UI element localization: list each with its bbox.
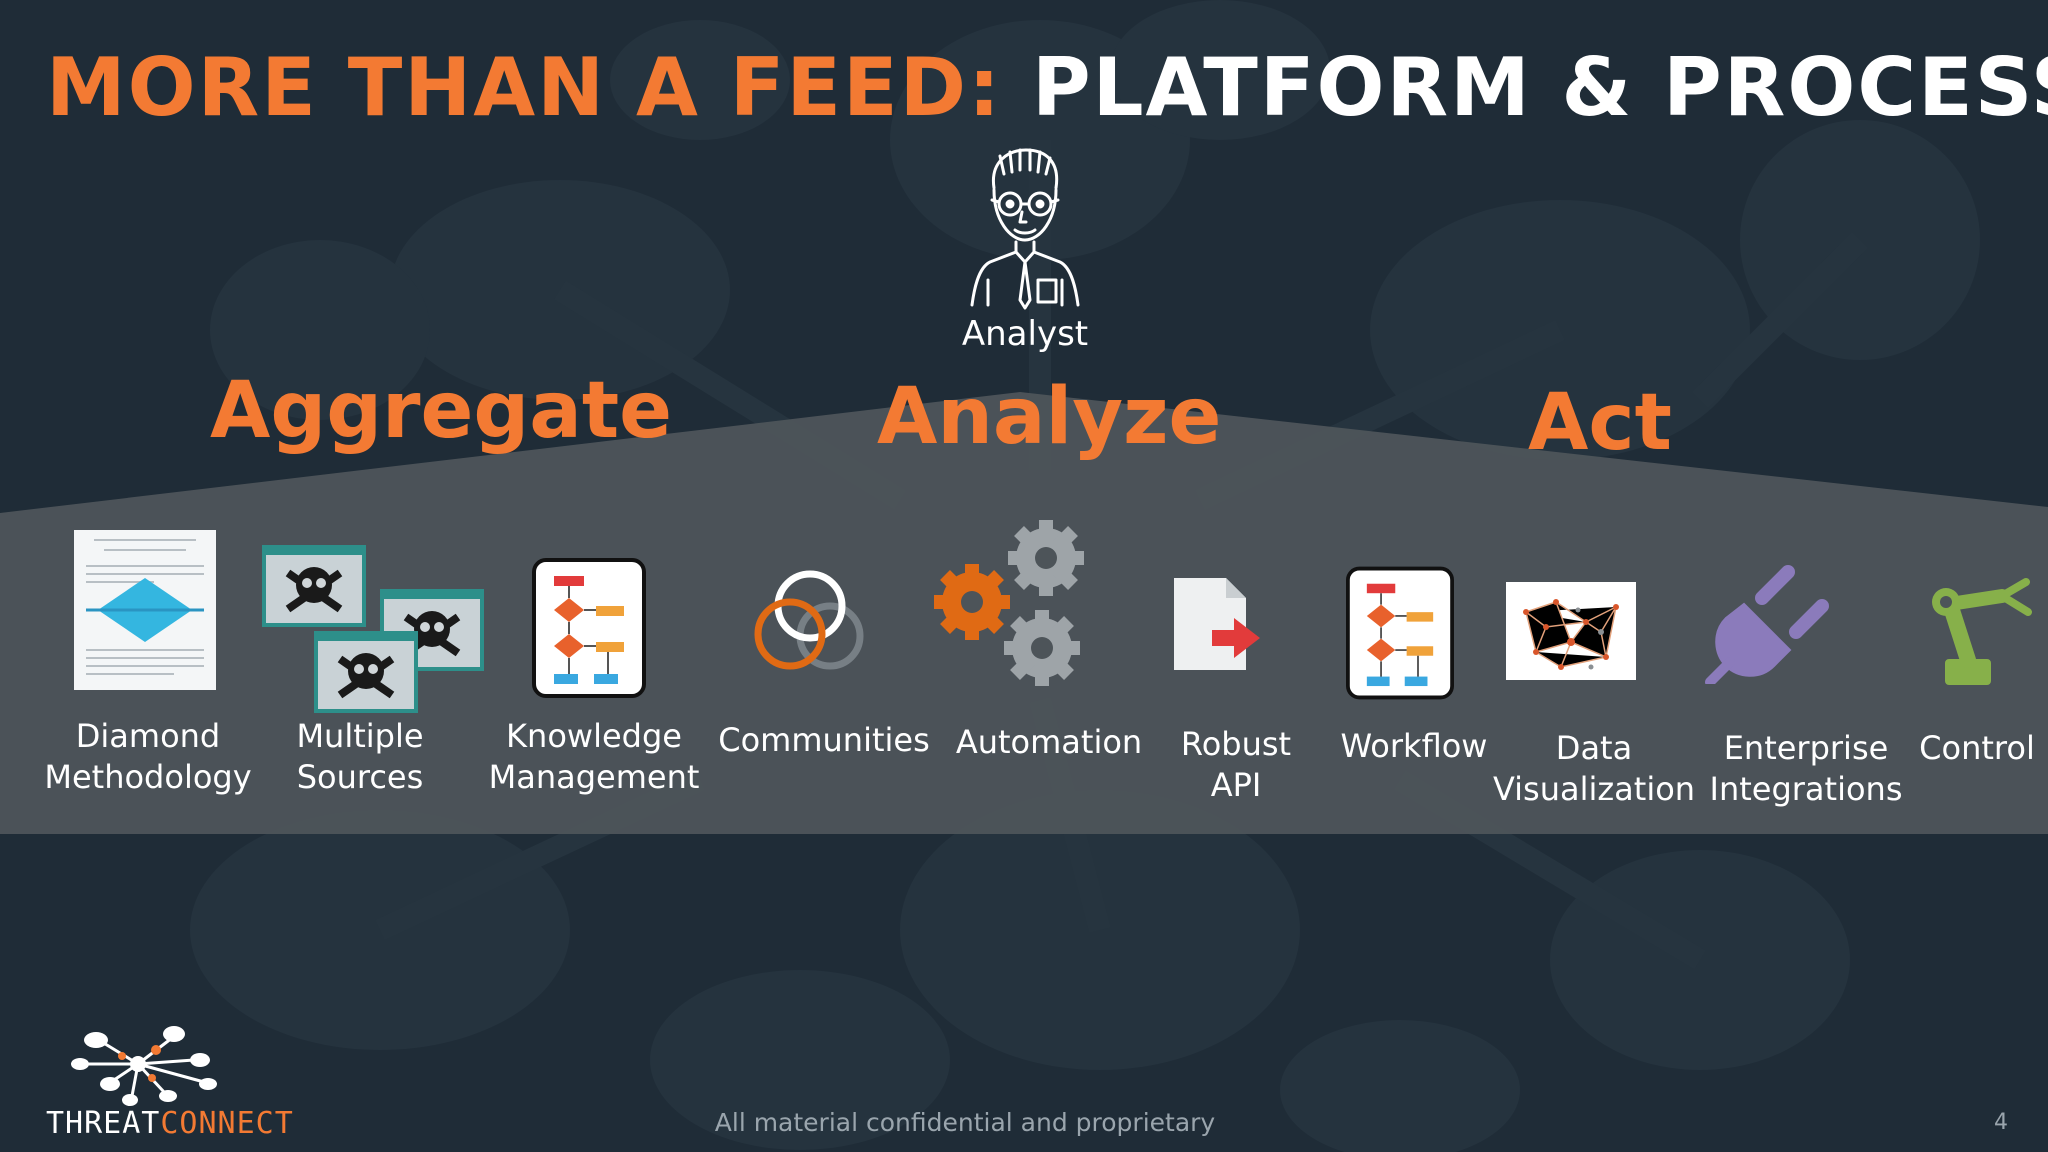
label-line: Communities xyxy=(718,721,930,759)
threatconnect-logo-icon xyxy=(71,1026,217,1106)
plug-icon xyxy=(1705,565,1829,684)
label-line: Control xyxy=(1919,729,2035,767)
item-label-enterprise-integrations: Enterprise Integrations xyxy=(1690,728,1922,810)
gears-icon xyxy=(934,520,1084,686)
skull-windows-icon xyxy=(262,545,484,713)
label-line: Enterprise xyxy=(1723,729,1889,767)
label-line: Data xyxy=(1555,729,1633,767)
analyst-icon xyxy=(970,148,1080,310)
flowchart-icon xyxy=(1346,566,1454,700)
item-label-workflow: Workflow xyxy=(1316,726,1512,767)
document-diamond-icon xyxy=(74,530,216,690)
title-orange: MORE THAN A FEED: xyxy=(46,41,1003,134)
item-label-automation: Automation xyxy=(944,722,1154,763)
title-white: PLATFORM & PROCESS xyxy=(1031,41,2048,134)
stage-aggregate: Aggregate xyxy=(210,366,673,456)
stage-analyze: Analyze xyxy=(877,372,1222,462)
label-line: Diamond xyxy=(75,717,221,755)
slide-title: MORE THAN A FEED: PLATFORM & PROCESS xyxy=(46,48,2048,128)
logo-text-orange: CONNECT xyxy=(160,1106,294,1141)
label-line: Integrations xyxy=(1709,770,1903,808)
footer-confidential: All material confidential and proprietar… xyxy=(714,1108,1216,1137)
stage-act: Act xyxy=(1528,378,1672,468)
label-line: Multiple xyxy=(296,717,424,755)
analyst-label: Analyst xyxy=(961,314,1089,354)
rings-icon xyxy=(754,570,864,670)
logo-wordmark: THREATCONNECT xyxy=(46,1106,294,1141)
label-line: Automation xyxy=(955,723,1143,761)
label-line: Methodology xyxy=(44,758,252,796)
robot-arm-icon xyxy=(1932,578,2032,685)
item-label-knowledge-management: Knowledge Management xyxy=(474,716,714,798)
item-label-diamond-methodology: Diamond Methodology xyxy=(28,716,268,798)
label-line: API xyxy=(1210,766,1262,804)
file-arrow-icon xyxy=(1174,578,1260,670)
item-label-robust-api: Robust API xyxy=(1156,724,1316,806)
label-line: Robust xyxy=(1180,725,1292,763)
item-label-control: Control xyxy=(1912,728,2042,769)
page-number: 4 xyxy=(1994,1110,2008,1135)
item-label-multiple-sources: Multiple Sources xyxy=(262,716,458,798)
label-line: Visualization xyxy=(1492,770,1696,808)
logo-text-white: THREAT xyxy=(46,1106,161,1141)
label-line: Management xyxy=(488,758,700,796)
label-line: Sources xyxy=(296,758,424,796)
item-label-communities: Communities xyxy=(714,720,934,761)
label-line: Workflow xyxy=(1340,727,1488,765)
network-graph-icon xyxy=(1506,582,1636,680)
flowchart-icon xyxy=(532,558,646,698)
label-line: Knowledge xyxy=(506,717,682,755)
item-label-data-visualization: Data Visualization xyxy=(1482,728,1706,810)
